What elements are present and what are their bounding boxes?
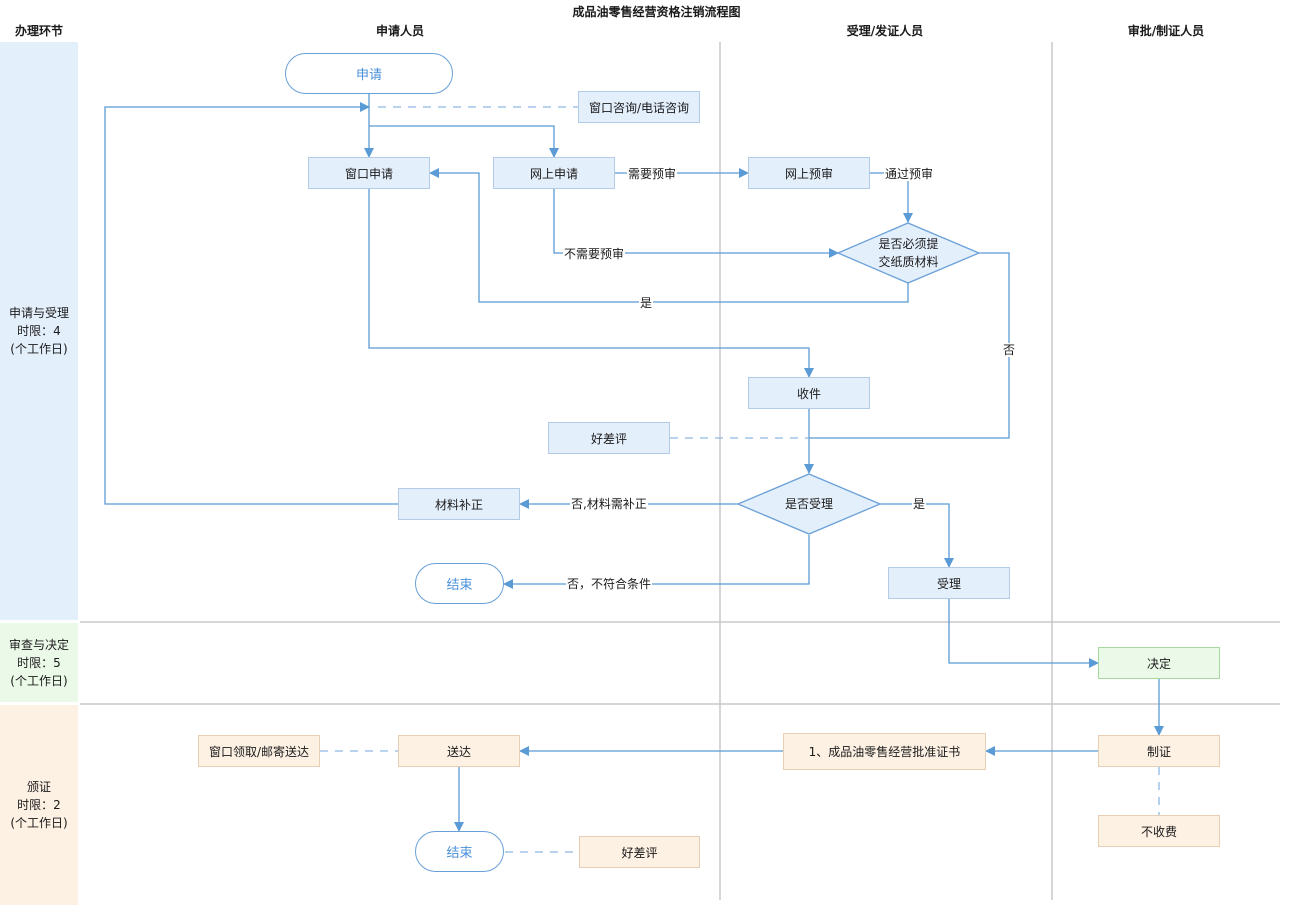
label-yes-paper: 是 [639,296,654,310]
consult-box[interactable]: 窗口咨询/电话咨询 [578,91,700,123]
cert-document-box[interactable]: 1、成品油零售经营批准证书 [783,733,986,770]
page-title: 成品油零售经营资格注销流程图 [572,5,741,19]
make-cert-box[interactable]: 制证 [1098,735,1220,767]
window-apply-box[interactable]: 窗口申请 [308,157,430,189]
label-no-condition: 否，不符合条件 [566,577,653,591]
end-node-2[interactable]: 结束 [415,831,504,872]
header-phase: 办理环节 [14,24,63,38]
start-node[interactable]: 申请 [285,53,453,94]
phase2-bg [0,623,78,702]
online-apply-box[interactable]: 网上申请 [493,157,615,189]
phase1-bg [0,42,78,620]
phase3-bg [0,705,78,905]
rating-box-1[interactable]: 好差评 [548,422,670,454]
decide-box[interactable]: 决定 [1098,647,1220,679]
label-need-precheck: 需要预审 [627,167,678,181]
label-pass-precheck: 通过预审 [884,167,935,181]
accept-decision[interactable]: 是否受理 [784,497,833,511]
label-no-precheck: 不需要预审 [563,247,626,261]
online-precheck-box[interactable]: 网上预审 [748,157,870,189]
pickup-mail-box[interactable]: 窗口领取/邮寄送达 [198,735,320,767]
paper-material-decision[interactable]: 是否必须提 交纸质材料 [878,237,939,269]
header-applicant: 申请人员 [375,24,424,38]
header-approver: 审批/制证人员 [1127,24,1205,38]
supplement-box[interactable]: 材料补正 [398,488,520,520]
phase-issue-cert: 颁证 时限：2 (个工作日) [10,780,68,830]
phase-apply-accept: 申请与受理 时限：4 (个工作日) [8,306,69,356]
receive-box[interactable]: 收件 [748,377,870,409]
label-no-paper: 否 [1002,343,1017,357]
label-yes-accept: 是 [912,497,927,511]
header-acceptor: 受理/发证人员 [846,24,924,38]
end-node-1[interactable]: 结束 [415,563,504,604]
label-no-supplement: 否,材料需补正 [570,497,648,511]
no-fee-box[interactable]: 不收费 [1098,815,1220,847]
rating-box-2[interactable]: 好差评 [579,836,700,868]
accept-box[interactable]: 受理 [888,567,1010,599]
phase-review-decide: 审查与决定 时限：5 (个工作日) [8,637,69,688]
deliver-box[interactable]: 送达 [398,735,520,767]
